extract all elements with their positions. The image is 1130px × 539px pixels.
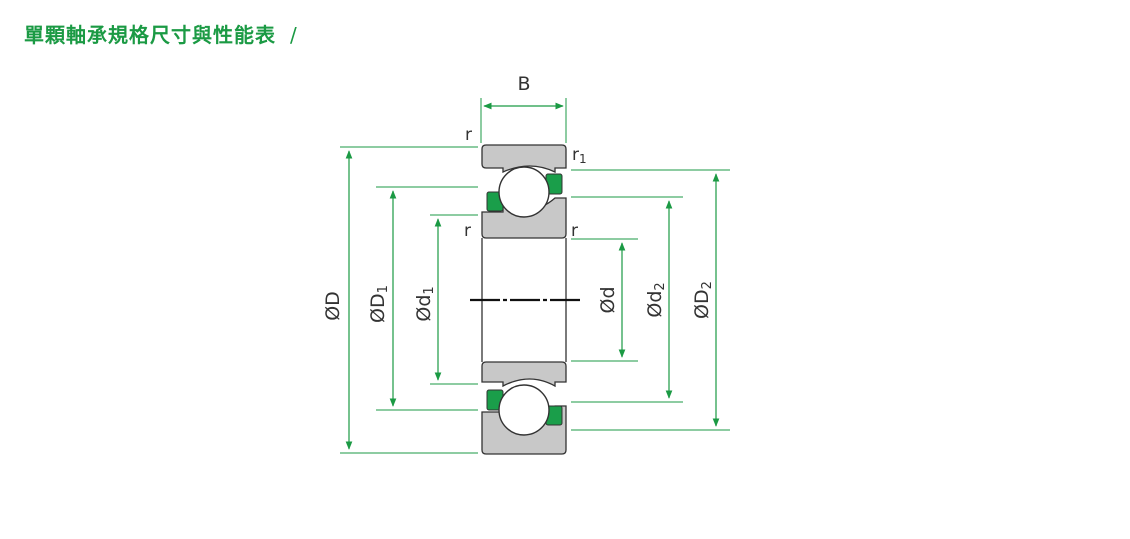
label-D: ØD	[322, 291, 344, 321]
dimension-arrows	[345, 102, 720, 450]
label-r-top-left: r	[465, 125, 472, 145]
label-D1: ØD1	[367, 285, 391, 323]
balls	[498, 166, 550, 436]
label-D2: ØD2	[691, 281, 715, 319]
label-d1-sub: 1	[422, 286, 437, 294]
bearing-cross-section	[481, 144, 567, 455]
label-B: B	[517, 73, 530, 95]
label-D1-main: ØD	[367, 293, 389, 323]
label-r1-sub: 1	[579, 152, 587, 166]
label-d2-main: Ød	[644, 291, 666, 318]
title-text: 單顆軸承規格尺寸與性能表	[24, 23, 276, 47]
label-d2: Ød2	[644, 282, 668, 317]
label-D2-sub: 2	[700, 281, 715, 289]
label-r-inner-right: r	[571, 221, 578, 241]
seals	[486, 173, 563, 426]
label-D1-sub: 1	[376, 285, 391, 293]
label-d2-sub: 2	[653, 282, 668, 290]
label-d1-main: Ød	[413, 295, 435, 322]
outer-ring-top	[481, 144, 567, 174]
label-D2-main: ØD	[691, 289, 713, 319]
ball-bottom	[498, 384, 550, 436]
label-r1-top-right: r1	[572, 145, 587, 166]
label-d1: Ød1	[413, 286, 437, 321]
page-title: 單顆軸承規格尺寸與性能表 /	[24, 19, 298, 48]
title-separator: /	[290, 23, 298, 47]
label-d: Ød	[597, 286, 619, 313]
label-r-inner-left: r	[464, 221, 471, 241]
label-r1-main: r	[572, 145, 579, 165]
inner-ring-bottom	[481, 361, 567, 388]
extension-lines	[340, 98, 730, 454]
ball-top	[498, 166, 550, 218]
